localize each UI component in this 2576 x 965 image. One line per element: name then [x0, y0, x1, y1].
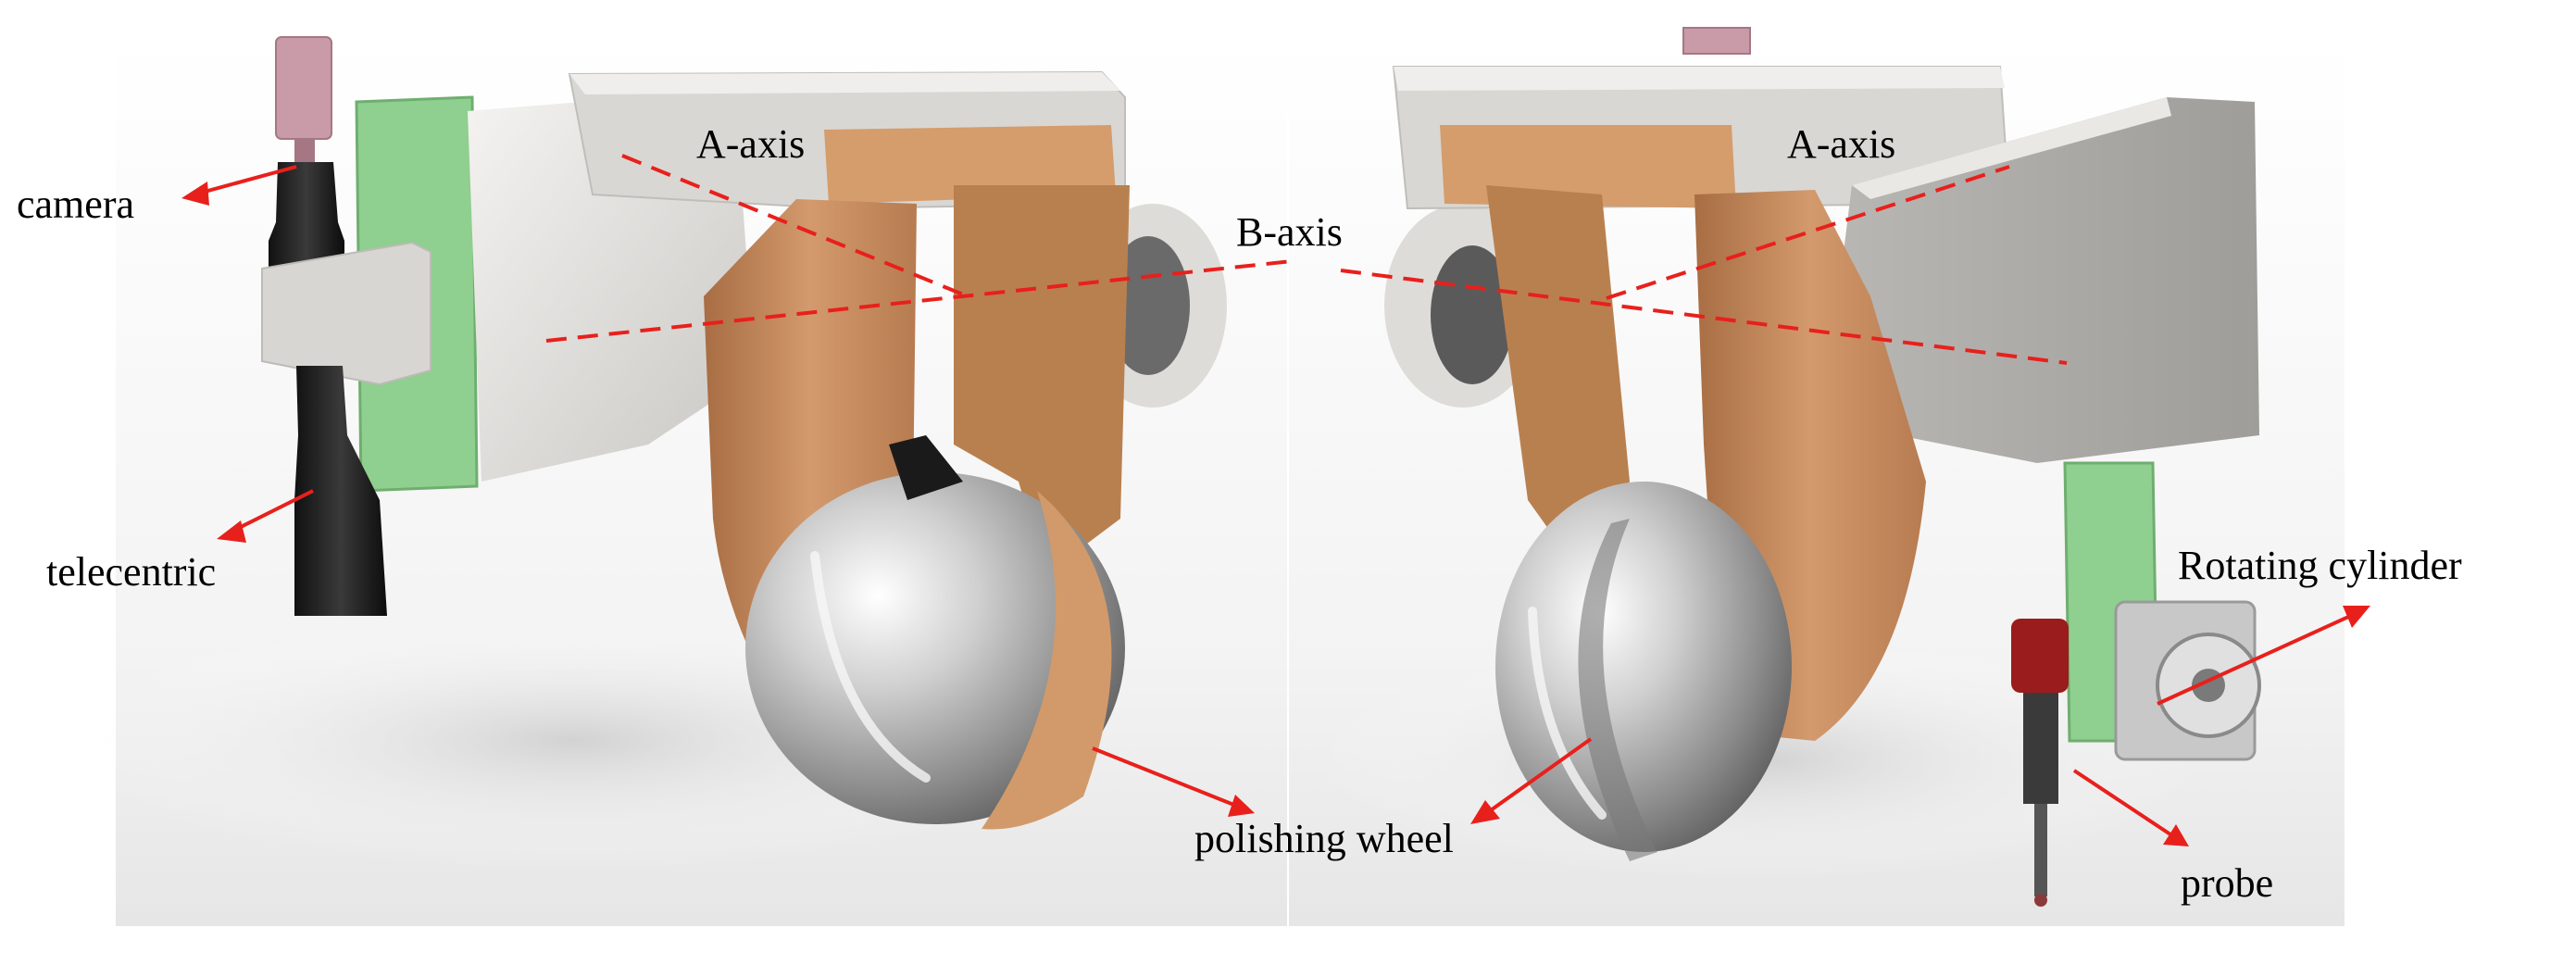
label-camera: camera — [17, 182, 134, 227]
probe-body — [2023, 693, 2058, 804]
left-wheel-gap — [889, 435, 963, 500]
left-wheel-highlight — [810, 551, 931, 783]
label-probe: probe — [2181, 860, 2273, 906]
rotating-cylinder-arrow-head — [2343, 606, 2370, 628]
right-wheel-highlight — [1528, 607, 1607, 820]
label-rotating-cylinder: Rotating cylinder — [2178, 543, 2462, 588]
right-top-connector — [1682, 27, 1751, 55]
left-copper-band — [824, 125, 1116, 204]
right-housing-top-face — [1394, 67, 2005, 91]
polishing-wheel-arrow-left-head — [1228, 795, 1255, 817]
left-housing-top-face — [569, 72, 1120, 94]
left-polishing-wheel — [745, 472, 1125, 824]
polishing-wheel-arrow-right-head — [1470, 800, 1500, 824]
label-polishing-wheel: polishing wheel — [1194, 816, 1454, 861]
label-telecentric: telecentric — [46, 549, 216, 595]
right-copper-fork-rear — [1486, 185, 1630, 565]
left-a-axis-line — [621, 154, 973, 300]
telecentric-lens-body — [294, 366, 387, 616]
polishing-wheel-arrow-left-line — [1092, 746, 1242, 809]
left-side-bearing-hole — [1107, 236, 1190, 375]
right-view — [1289, 27, 2370, 926]
camera-clamp-block — [261, 241, 431, 386]
polishing-wheel-arrow-right-line — [1480, 737, 1593, 819]
left-wheel-copper-rim — [982, 491, 1112, 830]
probe-red-collar — [2011, 619, 2069, 693]
telecentric-arrow-line — [229, 489, 314, 534]
probe-stylus — [2034, 804, 2047, 896]
label-a-axis-left: A-axis — [696, 121, 805, 167]
label-b-axis: B-axis — [1236, 209, 1343, 255]
right-side-bearing-hole — [1431, 245, 1514, 384]
rotating-cylinder-arrow-line — [2157, 611, 2357, 706]
right-a-axis-line — [1606, 165, 2010, 300]
camera-arrow-head — [181, 182, 209, 206]
camera-connector — [294, 139, 315, 162]
left-view — [56, 36, 1293, 926]
probe-arrow-line — [2072, 769, 2178, 840]
camera-lens-upper — [269, 162, 344, 287]
label-a-axis-right: A-axis — [1787, 121, 1895, 167]
probe-tip — [2034, 894, 2047, 907]
right-housing-side-edge — [1852, 97, 2171, 199]
telecentric-arrow-head — [217, 520, 246, 543]
right-b-axis-line — [1340, 269, 2068, 365]
camera-body — [275, 36, 332, 140]
camera-arrow-line — [194, 165, 297, 196]
right-wheel-seam — [1578, 519, 1657, 861]
probe-arrow-head — [2163, 824, 2189, 846]
